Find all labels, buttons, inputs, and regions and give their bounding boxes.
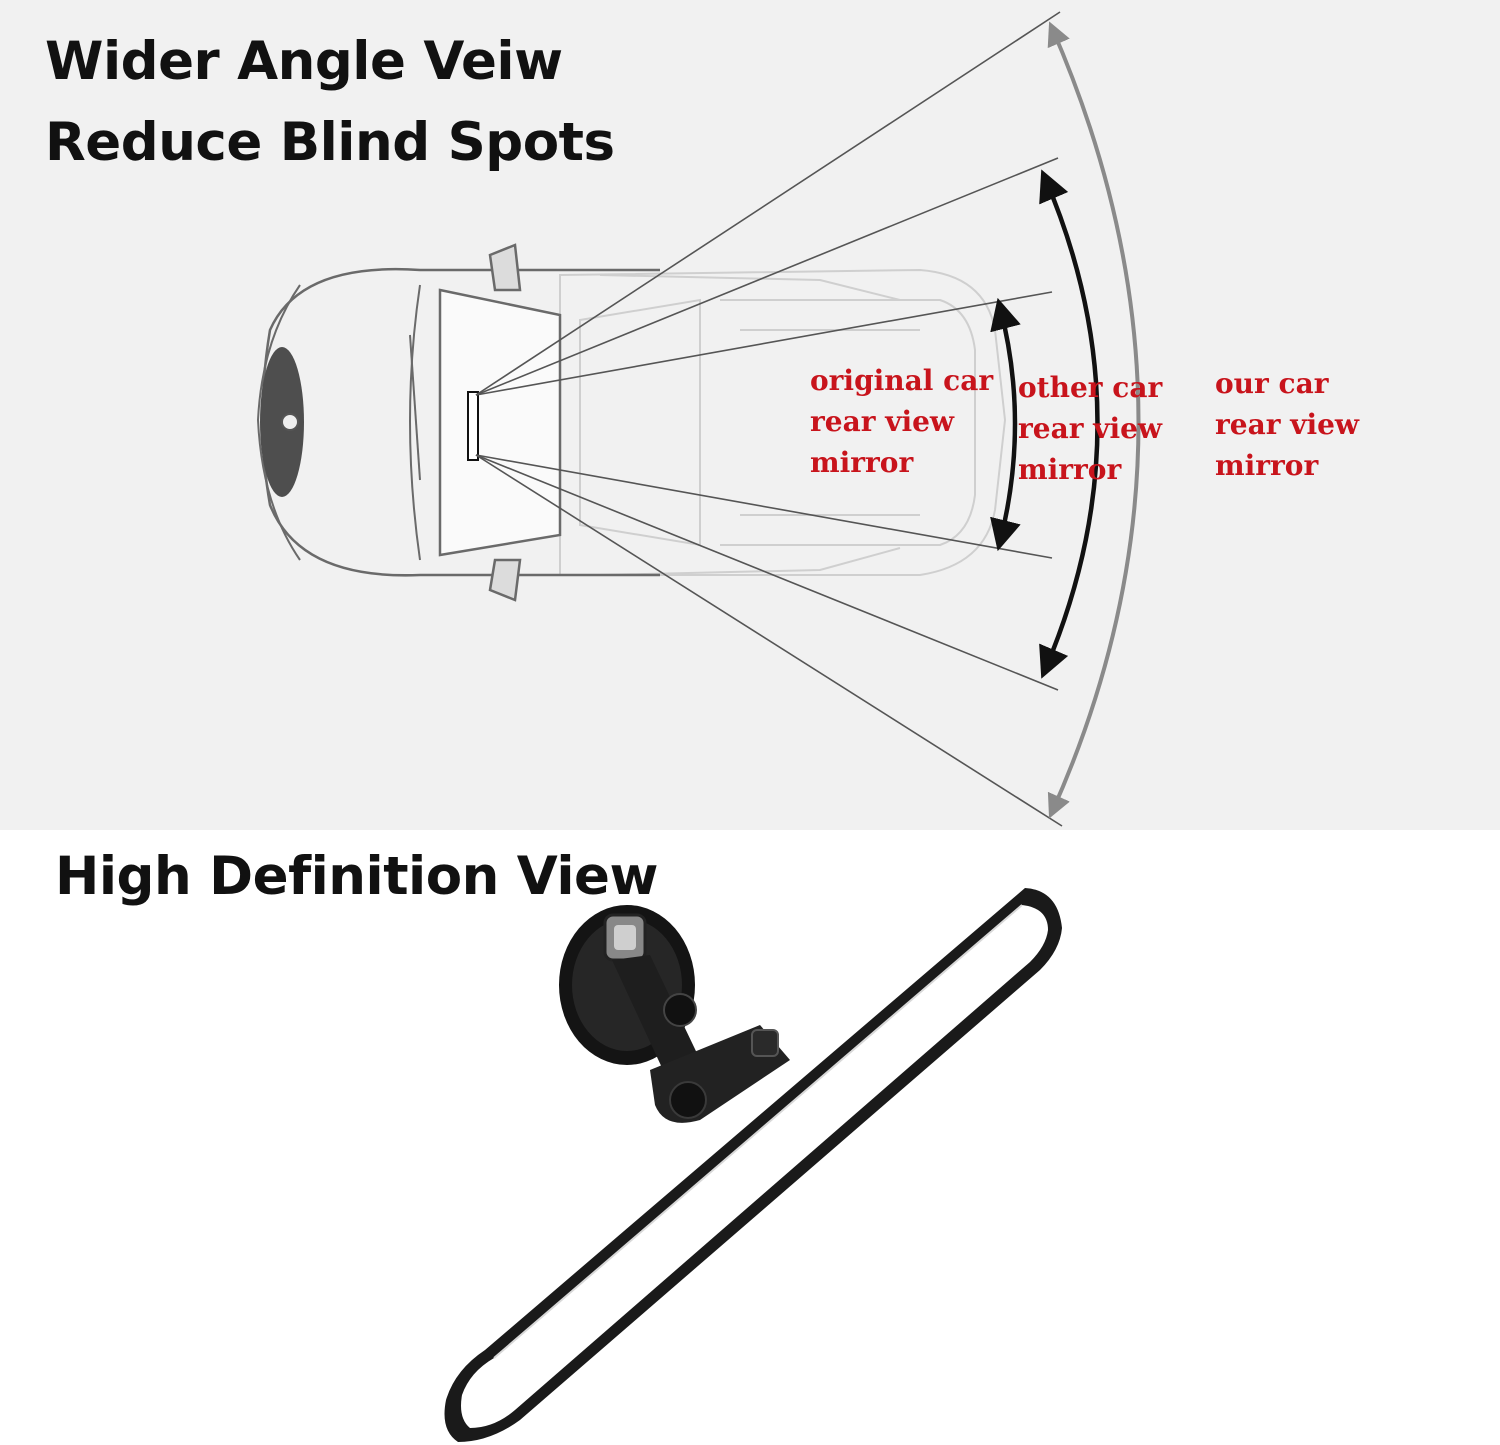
- mirror-product-illustration: [444, 888, 1062, 1442]
- other-mirror-label-line: rear view: [1018, 412, 1163, 445]
- other-mirror-label-line: other car: [1018, 371, 1163, 404]
- other-mirror-label-line: mirror: [1018, 453, 1122, 486]
- our-mirror-label-line: rear view: [1215, 408, 1360, 441]
- original-mirror-label-line: mirror: [810, 446, 914, 479]
- our-mirror-label-line: mirror: [1215, 449, 1319, 482]
- headline-high-definition: High Definition View: [55, 846, 658, 907]
- our-car-view-arc: [1047, 21, 1141, 819]
- original-mirror-label: original car rear view mirror: [810, 360, 993, 483]
- headline-reduce-blind-spots: Reduce Blind Spots: [45, 112, 615, 173]
- hd-view-panel: High Definition View: [0, 830, 1500, 1445]
- other-mirror-label: other car rear view mirror: [1018, 367, 1162, 490]
- headline-wider-angle: Wider Angle Veiw: [45, 31, 563, 92]
- suction-cup-mount: [559, 905, 790, 1123]
- car-badge: [281, 413, 299, 431]
- mirror-origin-mark: [467, 391, 479, 461]
- other-car-view-arc: [1039, 169, 1100, 679]
- our-mirror-label-line: our car: [1215, 367, 1329, 400]
- original-mirror-label-line: rear view: [810, 405, 955, 438]
- view-angle-lines: [475, 11, 1063, 827]
- our-mirror-label: our car rear view mirror: [1215, 363, 1359, 486]
- mirror-body: [444, 888, 1062, 1442]
- car-view-diagram: [256, 11, 1141, 827]
- car-front-outline: [256, 243, 660, 602]
- original-car-view-arc: [990, 297, 1021, 552]
- wide-angle-diagram-panel: Wider Angle Veiw Reduce Blind Spots orig…: [0, 0, 1500, 830]
- original-mirror-label-line: original car: [810, 364, 994, 397]
